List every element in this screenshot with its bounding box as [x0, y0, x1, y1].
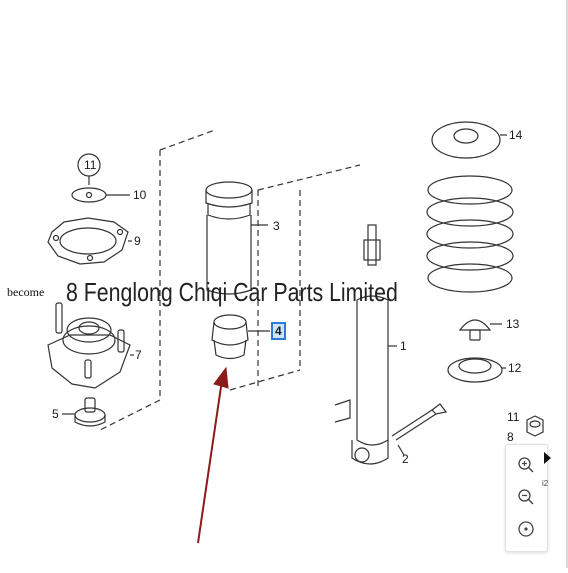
part-8-nut: [526, 415, 544, 437]
callout-side-11: 11: [507, 410, 520, 424]
guide-dashed-line: [159, 129, 216, 151]
callout-4-highlighted[interactable]: 4: [271, 322, 286, 340]
zoom-out-icon: [518, 489, 534, 505]
callout-9: 9: [134, 234, 141, 248]
part-10-washer: [71, 187, 107, 203]
pointer-arrow: [197, 366, 229, 544]
guide-dashed-line: [99, 399, 161, 431]
callout-12: 12: [508, 361, 522, 375]
zoom-in-button[interactable]: [514, 453, 538, 477]
zoom-in-icon: [518, 457, 534, 473]
zoom-controls: [505, 444, 548, 552]
part-14-seat: [431, 121, 501, 159]
part-9-gasket: [47, 217, 129, 265]
side-label: i2: [542, 479, 549, 488]
callout-3: 3: [273, 219, 280, 233]
guide-dashed-line: [257, 164, 361, 191]
callout-11: 11: [84, 158, 97, 172]
part-7-mount-base: [47, 334, 131, 389]
left-word: become: [7, 285, 45, 299]
right-border: [566, 0, 568, 568]
part-13-cap: [458, 319, 492, 331]
callout-5: 5: [52, 407, 59, 421]
callout-14: 14: [509, 128, 523, 142]
callout-2: 2: [402, 452, 409, 466]
part-1-body: [356, 295, 389, 446]
callout-1: 1: [400, 339, 407, 353]
watermark-text: 8 Fenglong Chiqi Car Parts Limited: [66, 277, 398, 307]
zoom-out-button[interactable]: [514, 485, 538, 509]
guide-dashed-line: [229, 369, 301, 391]
part-2-bolt: [391, 409, 433, 437]
callout-13: 13: [506, 317, 520, 331]
recenter-button[interactable]: [514, 517, 538, 541]
target-icon: [518, 521, 534, 537]
callout-side-8: 8: [507, 430, 514, 444]
part-5-nut: [74, 407, 106, 423]
callout-10: 10: [133, 188, 147, 202]
coil-spring: [426, 175, 514, 293]
part-4-bumpstop: [213, 314, 247, 330]
part-1-rod: [367, 224, 377, 266]
callout-7: 7: [135, 348, 142, 362]
part-3-boot-top: [205, 181, 253, 199]
chevron-right-icon[interactable]: [542, 451, 552, 465]
part-12-pad: [447, 357, 503, 383]
